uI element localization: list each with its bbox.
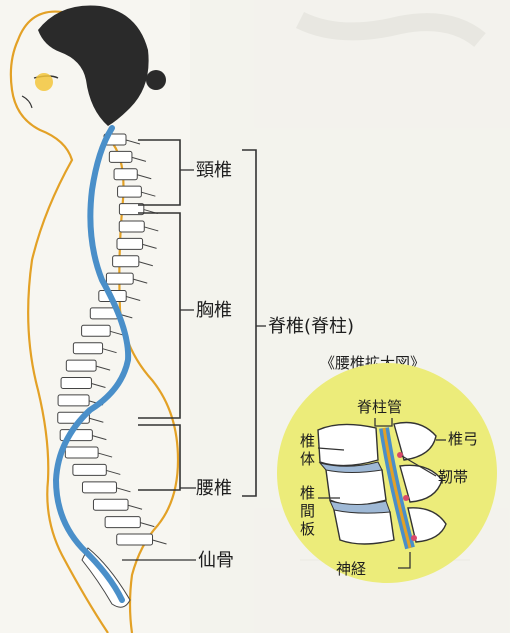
spinous-process	[139, 262, 153, 266]
spinous-process	[141, 192, 155, 196]
vertebra	[105, 517, 140, 528]
spinous-process	[116, 488, 130, 492]
vbody-char: 椎	[300, 432, 315, 450]
vertebra	[119, 221, 144, 232]
vdisc-char: 間	[300, 502, 315, 520]
label-nerve: 神経	[336, 560, 366, 578]
vertebra	[66, 360, 96, 371]
spinous-process	[153, 540, 167, 544]
label-ligament: 靭帯	[438, 468, 468, 486]
vertebra	[117, 238, 143, 249]
vertebra	[82, 482, 116, 493]
spinous-process	[132, 157, 146, 161]
label-lumbar: 腰椎	[196, 478, 232, 499]
spinous-process	[91, 383, 105, 387]
vertebra	[118, 186, 142, 197]
vdisc-char: 板	[300, 520, 315, 538]
vertebra	[109, 151, 132, 162]
vdisc-char: 椎	[300, 484, 315, 502]
head	[22, 6, 166, 127]
spinous-process	[98, 453, 112, 457]
spinous-process	[128, 505, 142, 509]
spinous-process	[103, 349, 117, 353]
vertebra	[58, 395, 89, 406]
label-spine: 脊椎(脊柱)	[268, 316, 354, 337]
label-cervical: 頸椎	[196, 160, 232, 181]
label-spinal-canal: 脊柱管	[357, 398, 402, 416]
vertebra	[113, 256, 139, 267]
vertebra	[65, 447, 98, 458]
label-vertebral-arch: 椎弓	[448, 430, 478, 448]
spinous-process	[89, 418, 103, 422]
spinous-process	[140, 523, 154, 527]
label-thoracic: 胸椎	[196, 300, 232, 321]
vertebra	[93, 499, 128, 510]
vertebra	[114, 169, 137, 180]
spinous-process	[137, 175, 151, 179]
spinous-process	[126, 297, 140, 301]
label-vertebral-body: 椎体	[300, 432, 315, 468]
label-sacrum: 仙骨	[198, 550, 234, 571]
spinous-process	[92, 436, 106, 440]
vertebra	[82, 325, 111, 336]
vbody-char: 体	[300, 450, 315, 468]
vertebra	[106, 273, 133, 284]
spinous-process	[133, 279, 147, 283]
vertebra	[117, 534, 153, 545]
vertebra	[73, 464, 106, 475]
spinous-process	[143, 244, 157, 248]
spinous-process	[144, 227, 158, 231]
vertebra	[61, 377, 91, 388]
spinous-process	[126, 140, 140, 144]
vertebra	[73, 343, 102, 354]
label-intervertebral-disc: 椎間板	[300, 484, 315, 538]
spinous-process	[106, 470, 120, 474]
spinous-process	[96, 366, 110, 370]
